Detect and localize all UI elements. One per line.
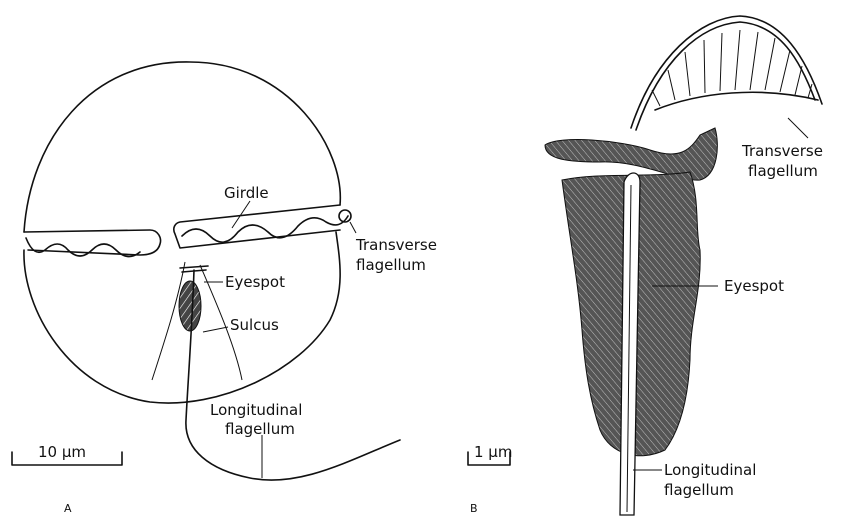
scale-bar-a-label: 10 μm <box>38 443 86 461</box>
longitudinal-flagellum-a <box>186 270 400 480</box>
transverse-flagellum-b <box>631 16 822 130</box>
girdle-right <box>174 205 340 248</box>
transverse-flagellum-label-b-2: flagellum <box>748 162 818 180</box>
longitudinal-flagellum-label-b-1: Longitudinal <box>664 461 756 479</box>
transverse-flagellum-label-b-1: Transverse <box>741 142 823 160</box>
sulcus-label: Sulcus <box>230 316 279 334</box>
epicone-outline <box>24 62 340 232</box>
panel-b: Transverse flagellum Eyespot Longitudina… <box>468 16 823 515</box>
scale-bar-b-label: 1 μm <box>474 443 512 461</box>
panel-a: Girdle Transverse flagellum Eyespot Sulc… <box>12 62 437 515</box>
girdle-label: Girdle <box>224 184 269 202</box>
longitudinal-flagellum-label-b-2: flagellum <box>664 481 734 499</box>
eyespot-label-a: Eyespot <box>225 273 285 291</box>
transverse-flagellum-label-a-2: flagellum <box>356 256 426 274</box>
eyespot-a <box>179 281 201 331</box>
panel-a-letter: A <box>64 502 72 515</box>
eyespot-upper-lobe <box>545 128 717 180</box>
panel-b-letter: B <box>470 502 478 515</box>
transverse-flagellum-label-a-1: Transverse <box>355 236 437 254</box>
longitudinal-flagellum-label-a-1: Longitudinal <box>210 401 302 419</box>
longitudinal-flagellum-label-a-2: flagellum <box>225 420 295 438</box>
longitudinal-flagellum-b <box>620 173 640 515</box>
eyespot-label-b: Eyespot <box>724 277 784 295</box>
